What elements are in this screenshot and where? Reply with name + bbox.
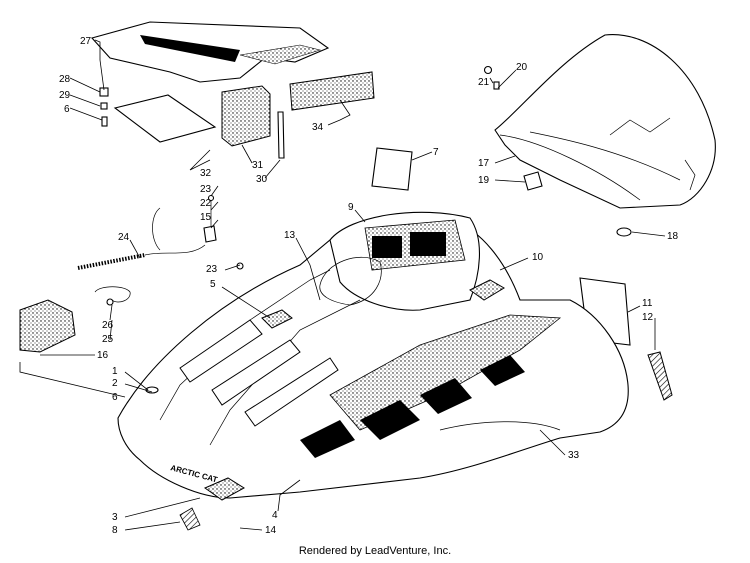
callout-28: 28 xyxy=(59,74,71,85)
callout-33: 33 xyxy=(568,450,580,461)
callout-16: 16 xyxy=(97,350,109,361)
callout-6-top: 6 xyxy=(64,104,70,115)
callout-9: 9 xyxy=(348,202,354,213)
callout-5: 5 xyxy=(210,279,216,290)
windshield-part xyxy=(494,34,716,209)
callout-11: 11 xyxy=(642,298,653,309)
decal-7-part xyxy=(371,147,413,191)
callout-20: 20 xyxy=(516,62,528,73)
screw-part xyxy=(483,65,500,90)
nose-piece-part xyxy=(19,299,76,353)
fastener-stack xyxy=(99,87,109,127)
callout-27: 27 xyxy=(80,36,92,47)
callout-14: 14 xyxy=(265,525,277,536)
lanyard-part xyxy=(94,286,131,306)
grommet-part xyxy=(616,227,632,237)
strap-part xyxy=(647,351,673,401)
callout-34: 34 xyxy=(312,122,324,133)
pad-part xyxy=(113,94,217,143)
callout-19: 19 xyxy=(478,175,490,186)
callout-29: 29 xyxy=(59,90,71,101)
callout-21: 21 xyxy=(478,77,490,88)
callout-17: 17 xyxy=(478,158,490,169)
callout-1: 1 xyxy=(112,366,118,377)
callout-labels: 27 28 29 6 32 31 30 34 7 21 20 17 19 18 … xyxy=(59,36,679,536)
ball-stud-parts xyxy=(203,194,244,270)
foam-block-part xyxy=(221,85,271,147)
callout-8: 8 xyxy=(112,525,118,536)
decal-part xyxy=(289,71,375,111)
callout-22: 22 xyxy=(200,198,212,209)
callout-12: 12 xyxy=(642,312,654,323)
callout-25: 25 xyxy=(102,334,114,345)
hood-body-part xyxy=(117,211,629,531)
callout-13: 13 xyxy=(284,230,296,241)
callout-4: 4 xyxy=(272,510,278,521)
callout-30: 30 xyxy=(256,174,268,185)
callout-10: 10 xyxy=(532,252,544,263)
leader-lines xyxy=(19,39,666,531)
callout-15: 15 xyxy=(200,212,212,223)
strip-part xyxy=(277,111,285,159)
callout-23: 23 xyxy=(206,264,218,275)
hood-cover-part xyxy=(90,21,330,83)
callout-23-top: 23 xyxy=(200,184,212,195)
callout-18: 18 xyxy=(667,231,679,242)
callout-24: 24 xyxy=(118,232,130,243)
spring-cable-part xyxy=(77,207,206,270)
callout-3: 3 xyxy=(112,512,118,523)
callout-6: 6 xyxy=(112,392,118,403)
callout-26: 26 xyxy=(102,320,114,331)
render-credit: Rendered by LeadVenture, Inc. xyxy=(298,545,452,557)
callout-7: 7 xyxy=(433,147,439,158)
bracket-part xyxy=(523,171,543,191)
callout-32: 32 xyxy=(200,168,212,179)
callout-2: 2 xyxy=(112,378,118,389)
callout-31: 31 xyxy=(252,160,264,171)
